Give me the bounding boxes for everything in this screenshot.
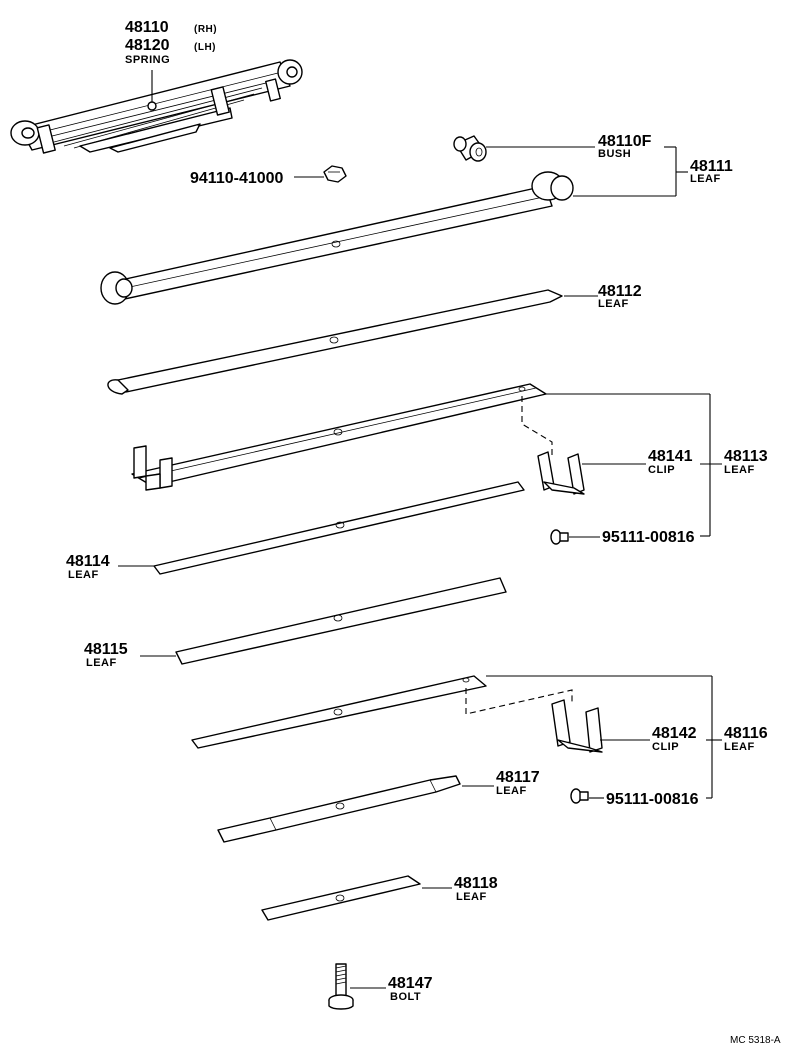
leaf-48113-drawing <box>131 383 547 491</box>
nut-icon <box>323 165 347 183</box>
screw-upper-part-number: 95111-00816 <box>602 529 695 546</box>
leaf-48115-part-number: 48115 <box>84 641 128 658</box>
leaf-48117-drawing <box>217 775 461 843</box>
leaf-48116-part-number: 48116 <box>724 725 768 742</box>
bush-part-number: 48110F <box>598 133 652 150</box>
spring-lh-side: (LH) <box>194 42 216 53</box>
leaf-48113-name: LEAF <box>724 464 755 476</box>
clip-48141-icon <box>537 451 585 495</box>
leaf-48118-name: LEAF <box>456 891 487 903</box>
bush-icon <box>453 135 487 162</box>
leaf-48116-name: LEAF <box>724 741 755 753</box>
leaf-48118-part-number: 48118 <box>454 875 498 892</box>
clip-48141-part-number: 48141 <box>648 448 693 465</box>
leaf-48112-drawing <box>107 289 563 395</box>
bush-name: BUSH <box>598 148 631 160</box>
bolt-icon <box>328 963 354 1010</box>
leaf-48114-drawing <box>153 481 525 575</box>
spring-rh-side: (RH) <box>194 24 217 35</box>
leaf-48112-part-number: 48112 <box>598 283 642 300</box>
spring-rh-part-number: 48110 <box>125 19 169 36</box>
leaf-48118-drawing <box>261 875 421 921</box>
figure-code: MC 5318-A <box>730 1035 781 1046</box>
leaf-48111-name: LEAF <box>690 173 721 185</box>
leaf-48111-drawing <box>100 171 574 305</box>
bolt-name: BOLT <box>390 991 421 1003</box>
leaf-48113-part-number: 48113 <box>724 448 768 465</box>
bolt-part-number: 48147 <box>388 975 433 992</box>
spring-lh-part-number: 48120 <box>125 37 170 54</box>
leaf-48111-part-number: 48111 <box>690 158 733 175</box>
clip-48142-part-number: 48142 <box>652 725 697 742</box>
leaf-48115-name: LEAF <box>86 657 117 669</box>
spring-name: SPRING <box>125 54 170 66</box>
nut-part-number: 94110-41000 <box>190 170 284 187</box>
leaf-48114-name: LEAF <box>68 569 99 581</box>
leaf-48116-drawing <box>191 675 487 749</box>
leaf-48115-drawing <box>175 577 507 665</box>
leaf-48117-part-number: 48117 <box>496 769 540 786</box>
leaf-48114-part-number: 48114 <box>66 553 110 570</box>
spring-assembly-drawing <box>10 59 303 154</box>
screw-lower-part-number: 95111-00816 <box>606 791 699 808</box>
clip-48141-name: CLIP <box>648 464 675 476</box>
leaf-48112-name: LEAF <box>598 298 629 310</box>
clip-48142-icon <box>551 699 603 753</box>
leaf-48117-name: LEAF <box>496 785 527 797</box>
clip-48142-name: CLIP <box>652 741 679 753</box>
screw-lower-icon <box>570 788 589 804</box>
screw-upper-icon <box>550 529 569 545</box>
